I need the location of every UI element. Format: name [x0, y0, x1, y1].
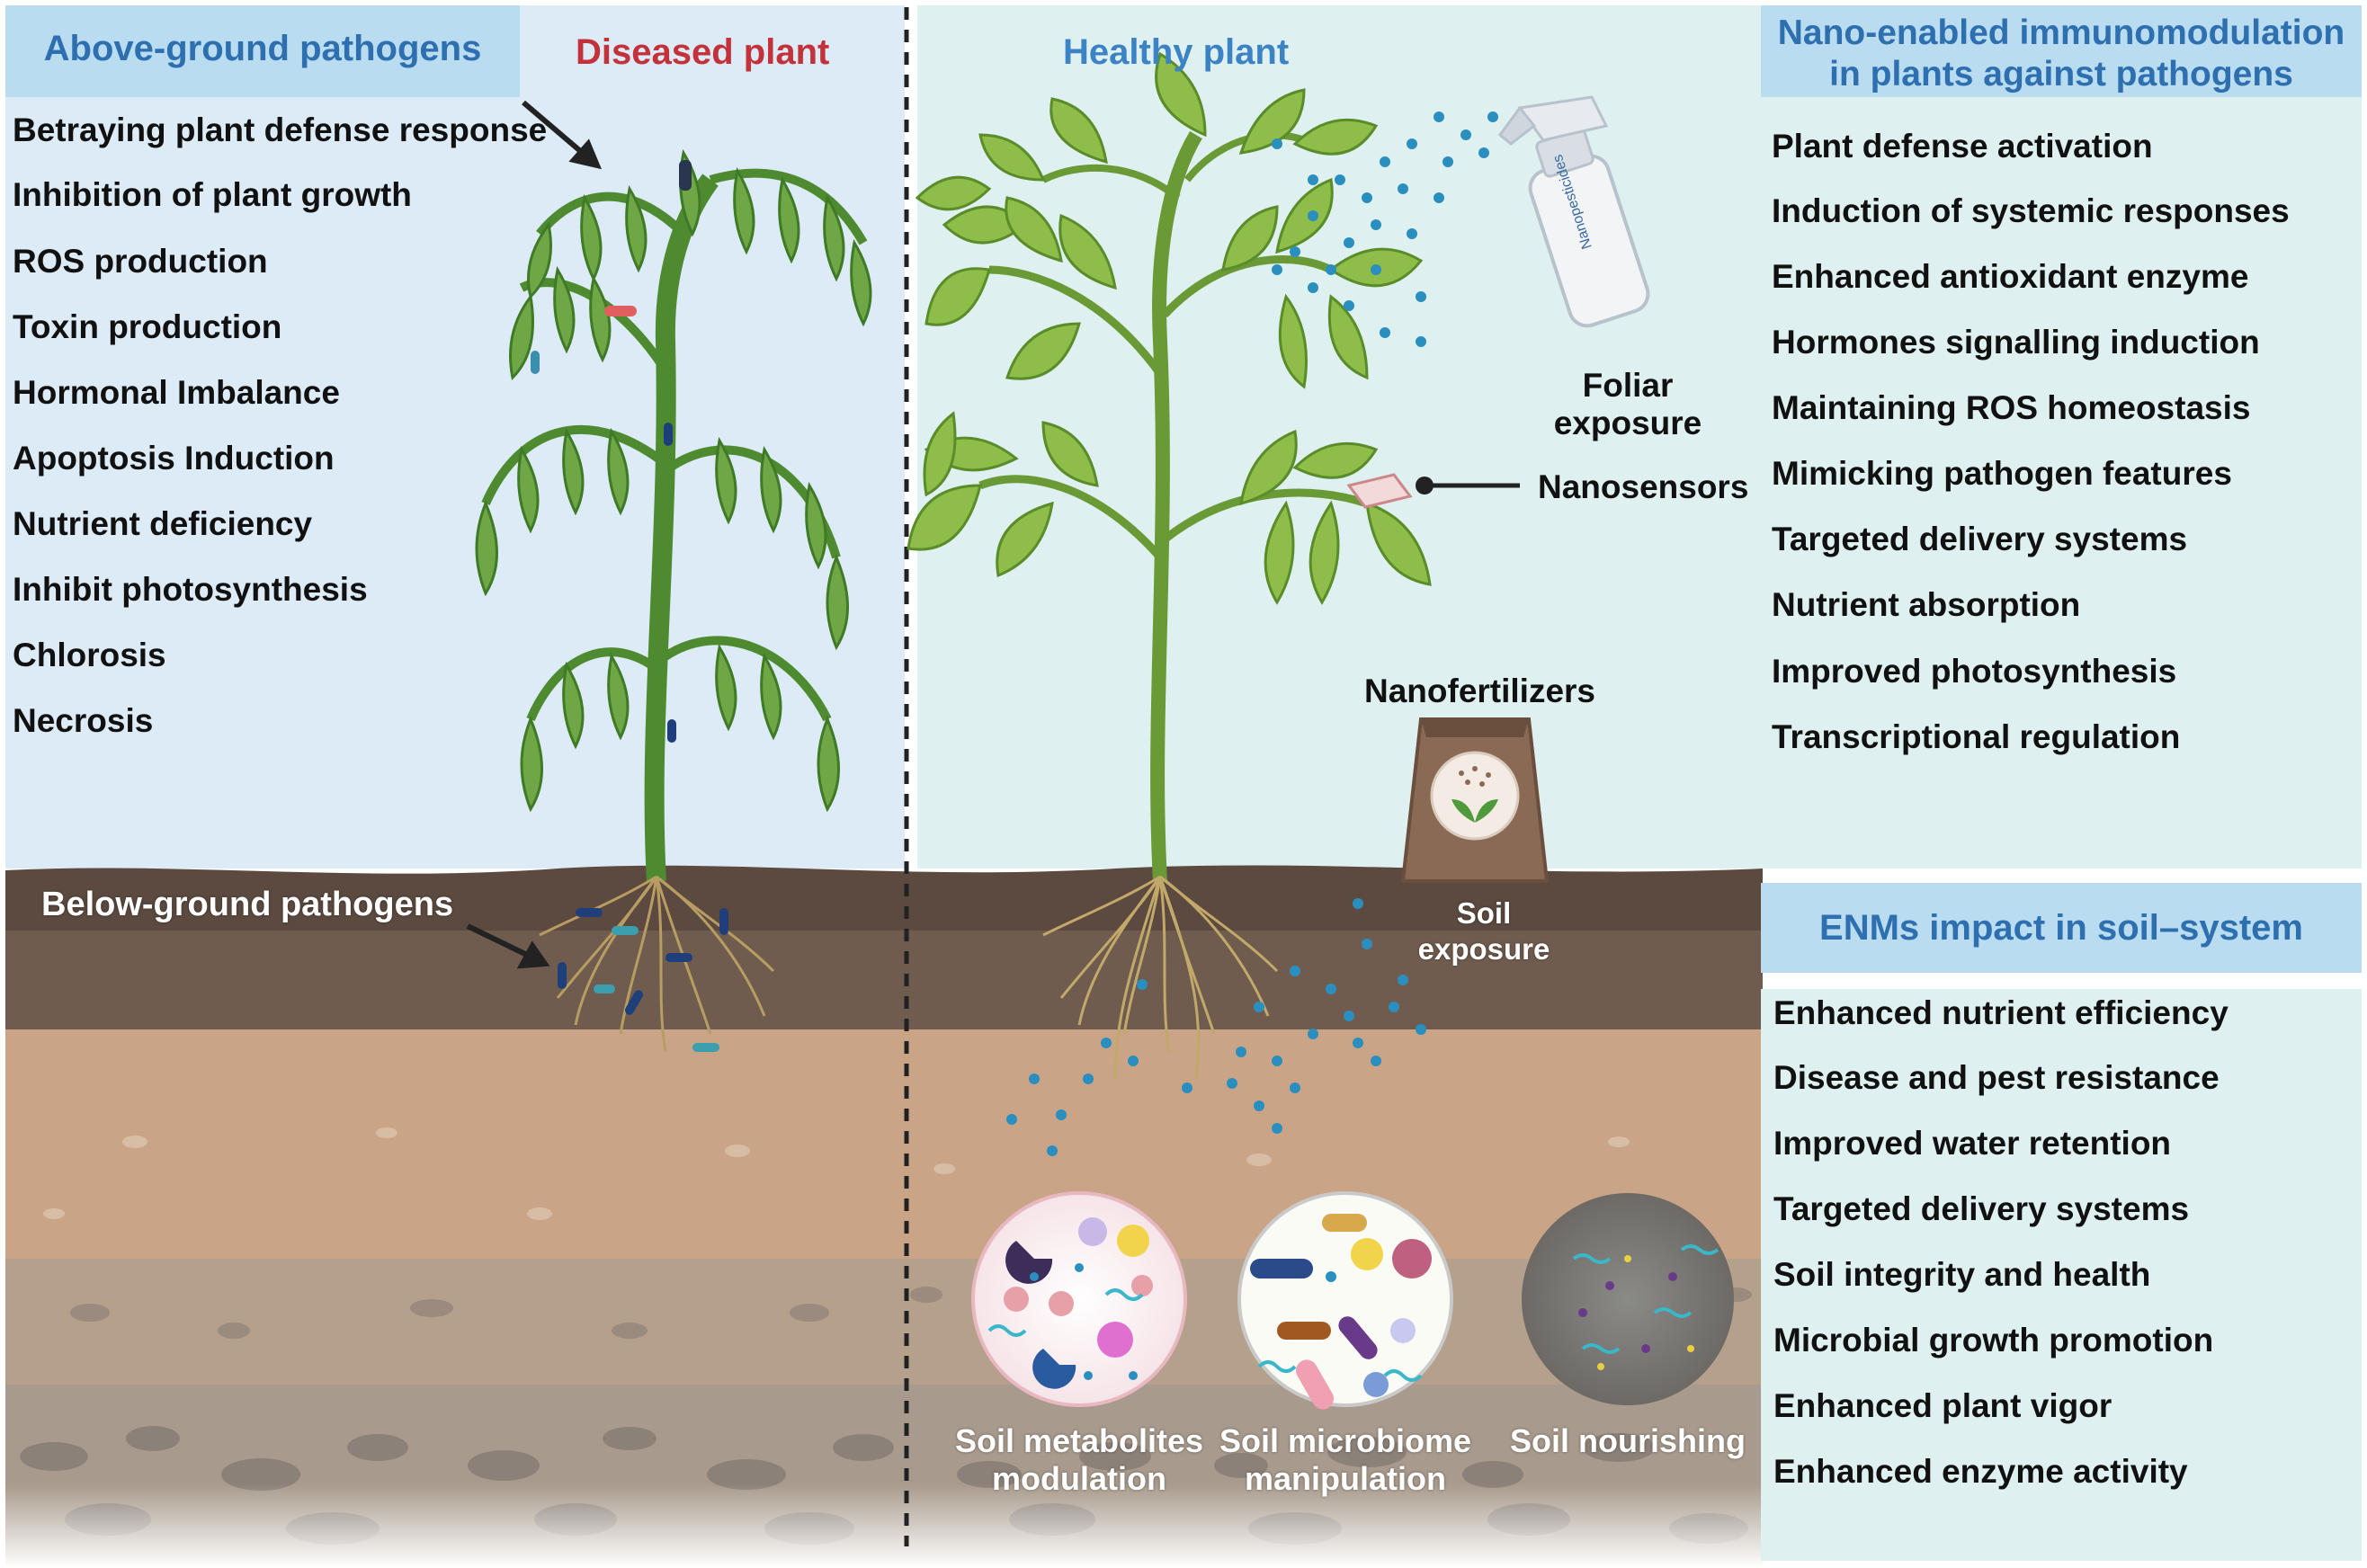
soil-exposure-line1: Soil [1456, 896, 1512, 930]
effect-item: Hormonal Imbalance [13, 374, 340, 411]
nanofertilizers-label: Nanofertilizers [1364, 673, 1596, 709]
benefit-item: Maintaining ROS homeostasis [1772, 389, 2251, 426]
benefit-item: Transcriptional regulation [1772, 718, 2181, 755]
circle-label-line1: Soil microbiome [1219, 1422, 1472, 1459]
soil-metabolites-circle [971, 1191, 1187, 1407]
circle-label-line1: Soil nourishing [1510, 1422, 1746, 1459]
soil-benefit-item: Enhanced enzyme activity [1773, 1453, 2188, 1490]
effect-item: Betraying plant defense response [13, 111, 548, 148]
soil-nourishing-label: Soil nourishing [1504, 1422, 1752, 1460]
soil-benefit-item: Enhanced plant vigor [1773, 1387, 2112, 1424]
diseased-plant-label: Diseased plant [576, 32, 830, 72]
effect-item: Apoptosis Induction [13, 440, 335, 477]
effect-item: Toxin production [13, 308, 282, 345]
effect-item: Inhibit photosynthesis [13, 571, 368, 608]
spray-bottle-icon: Nanopesticides [1497, 95, 1650, 328]
fertilizer-bag-icon [1400, 717, 1550, 883]
right-panel-title: Nano-enabled immunomodulation in plants … [1761, 13, 2362, 95]
soil-benefit-item: Soil integrity and health [1773, 1256, 2151, 1293]
benefit-item: Targeted delivery systems [1772, 521, 2188, 557]
soil-nourishing-circle [1522, 1193, 1734, 1405]
effect-item: Chlorosis [13, 637, 166, 673]
benefit-item: Enhanced antioxidant enzyme [1772, 258, 2249, 295]
healthy-plant-label: Healthy plant [1063, 32, 1290, 72]
left-panel-title: Above-ground pathogens [43, 29, 482, 68]
benefit-item: Mimicking pathogen features [1772, 455, 2232, 492]
right-header-box [1761, 5, 2362, 97]
circle-label-line2: manipulation [1245, 1460, 1446, 1497]
effect-item: Necrosis [13, 702, 154, 739]
effect-item: Nutrient deficiency [13, 505, 313, 542]
soil-microbiome-label: Soil microbiome manipulation [1192, 1422, 1498, 1498]
soil-metabolites-label: Soil metabolites modulation [926, 1422, 1232, 1498]
soil-exposure-label: Soil exposure [1385, 895, 1583, 967]
effect-item: Inhibition of plant growth [13, 176, 412, 213]
nanoparticle-dot-icon [1272, 111, 1498, 347]
right-upper-panel [1761, 5, 2362, 869]
healthy-plant-illustration [907, 51, 1432, 1080]
soil-benefit-item: Enhanced nutrient efficiency [1773, 994, 2229, 1031]
soil-benefit-item: Targeted delivery systems [1773, 1190, 2190, 1227]
circle-label-line2: modulation [992, 1460, 1166, 1497]
below-ground-pathogens-label: Below-ground pathogens [41, 886, 454, 923]
benefit-item: Plant defense activation [1772, 128, 2153, 165]
left-header-box [5, 5, 520, 97]
foliar-label-line1: Foliar [1582, 367, 1674, 404]
foliar-exposure-label: Foliar exposure [1529, 367, 1727, 442]
diseased-plant-illustration [475, 148, 872, 1053]
right-title-line1: Nano-enabled immunomodulation [1777, 13, 2345, 52]
soil-nanoparticles [1006, 898, 1426, 1156]
soil-benefit-item: Improved water retention [1773, 1125, 2172, 1162]
nanosensor-chip-icon [1346, 473, 1520, 509]
foliar-label-line2: exposure [1553, 405, 1702, 441]
soil-benefit-item: Disease and pest resistance [1773, 1059, 2220, 1096]
soil-header-box [1761, 883, 2362, 973]
right-title-line2: in plants against pathogens [1829, 55, 2293, 94]
soil-microbiome-circle [1237, 1191, 1453, 1410]
effect-item: ROS production [13, 243, 268, 280]
right-lower-panel [1761, 989, 2362, 1561]
benefit-item: Induction of systemic responses [1772, 192, 2290, 229]
soil-benefit-item: Microbial growth promotion [1773, 1322, 2214, 1359]
benefit-item: Nutrient absorption [1772, 586, 2081, 623]
soil-system-title: ENMs impact in soil–system [1819, 908, 2303, 948]
circle-label-line1: Soil metabolites [954, 1422, 1204, 1459]
arrow-icon [466, 100, 603, 969]
benefit-item: Improved photosynthesis [1772, 653, 2177, 690]
benefit-item: Hormones signalling induction [1772, 324, 2260, 361]
soil-exposure-line2: exposure [1417, 932, 1550, 966]
soil-profile [0, 865, 2367, 1568]
nanosensors-label: Nanosensors [1538, 468, 1749, 505]
sky-left [5, 5, 905, 869]
